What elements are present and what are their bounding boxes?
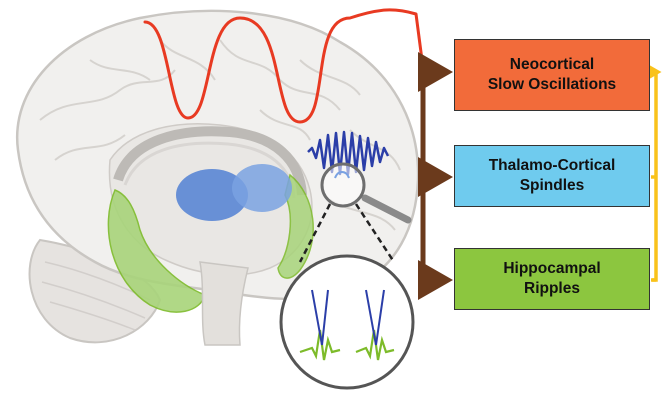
thalamo-cortical-spindles-box: Thalamo-Cortical Spindles [454, 145, 650, 207]
hippocampal-ripples-box: Hippocampal Ripples [454, 248, 650, 310]
hippocampal-label-line1: Hippocampal [503, 260, 601, 277]
neocortical-label-line1: Neocortical [509, 56, 595, 73]
hippocampal-label-line2: Ripples [524, 280, 580, 297]
slow-oscillation-wave [143, 8, 424, 124]
brainstem [199, 261, 249, 346]
corpus-callosum [113, 126, 307, 196]
thalamus-left [176, 169, 248, 221]
thalamus-right [232, 164, 292, 212]
yellow-arrows [637, 58, 662, 282]
thalamo-label-line1: Thalamo-Cortical [488, 157, 616, 174]
ripple-zoom-circle [279, 254, 415, 390]
brown-arrows [418, 52, 453, 300]
thalamo-label-line2: Spindles [519, 177, 585, 194]
ripple-traces [299, 289, 395, 361]
neocortical-slow-oscillations-box: Neocortical Slow Oscillations [454, 39, 650, 111]
neocortical-label-line2: Slow Oscillations [487, 76, 617, 93]
